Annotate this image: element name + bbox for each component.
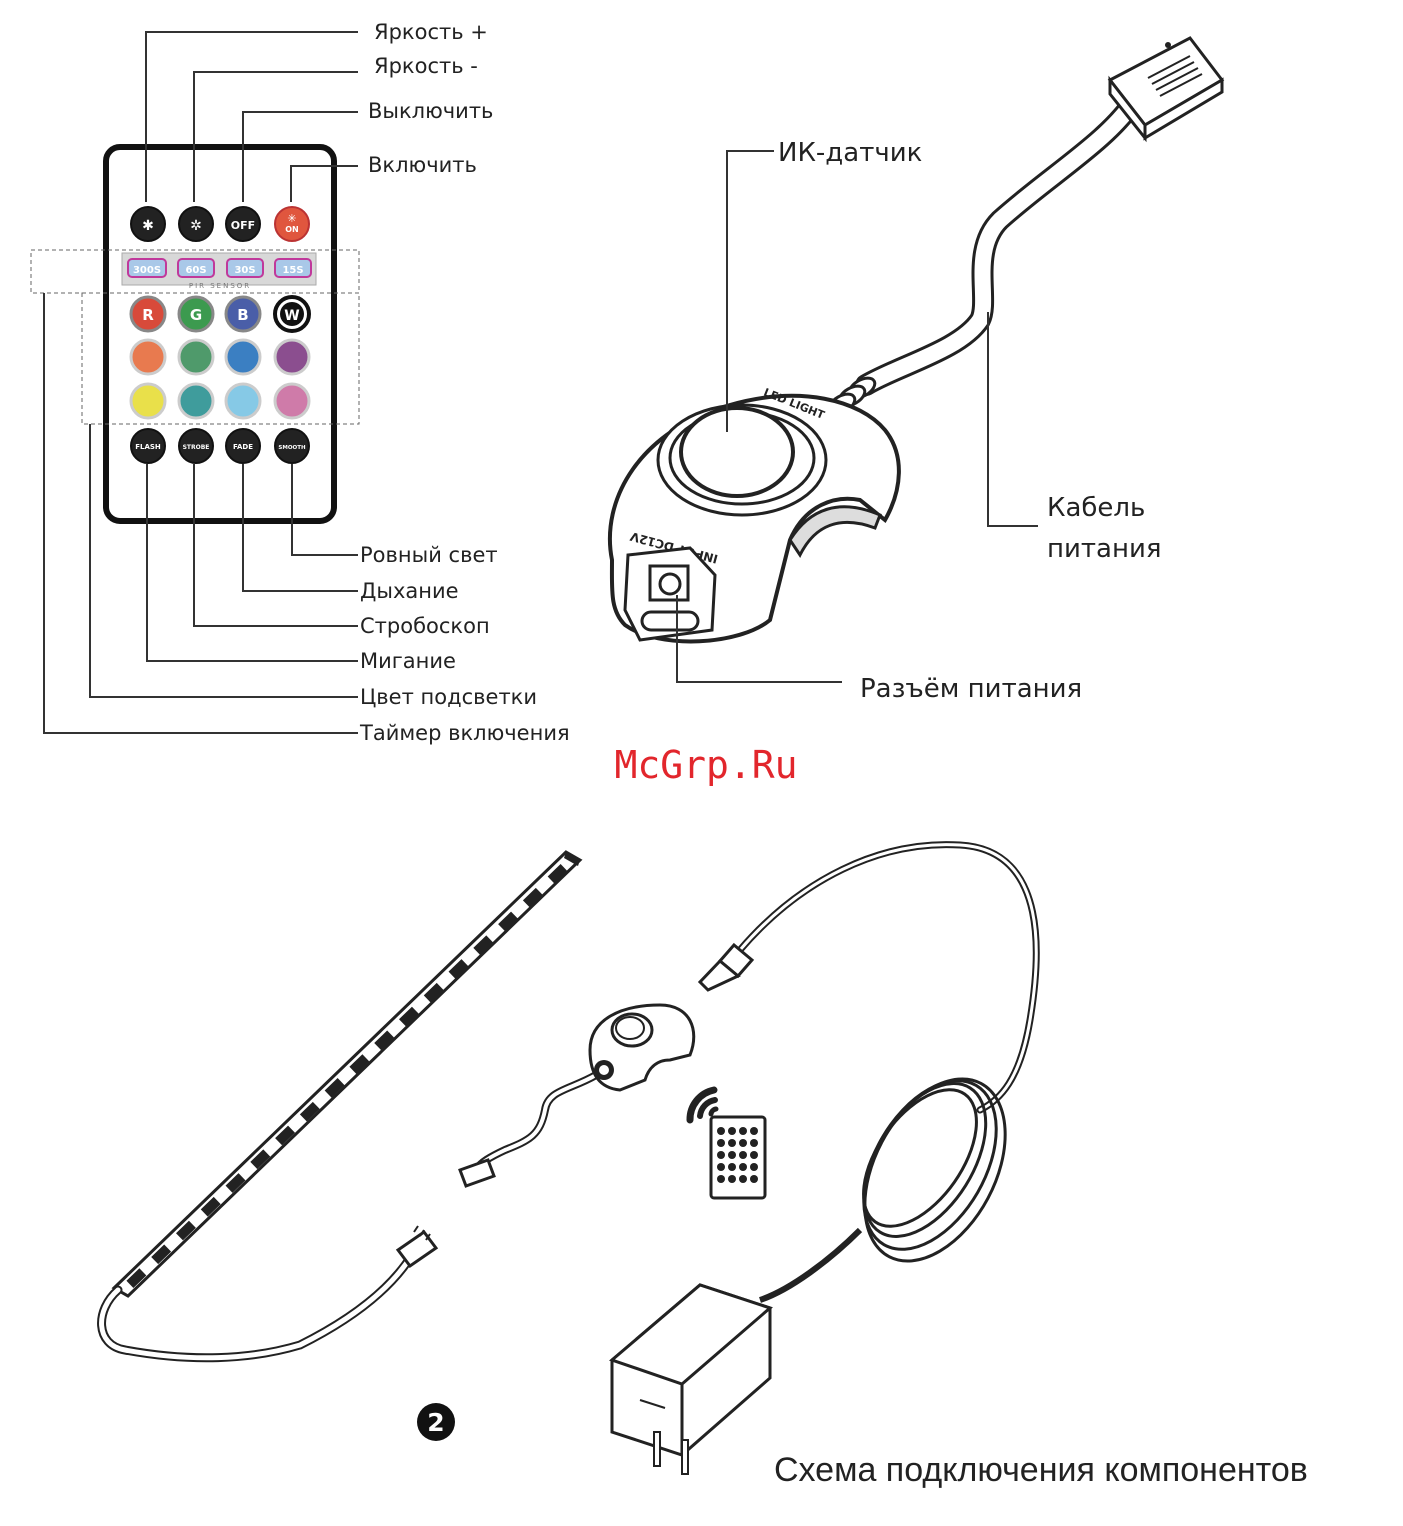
on-button-label: ON [285, 225, 299, 234]
remote-key-dot [750, 1139, 758, 1147]
remote-key-dot [728, 1127, 736, 1135]
timer-15s-label: 15S [282, 265, 303, 276]
step-badge: 2 [417, 1403, 455, 1441]
remote-key-dot [750, 1163, 758, 1171]
led-strip [102, 852, 580, 1358]
blue-button-label: B [237, 306, 248, 324]
remote-key-dot [717, 1151, 725, 1159]
label-on: Включить [368, 153, 477, 177]
color-button[interactable] [179, 340, 213, 374]
label-timer: Таймер включения [359, 721, 570, 745]
step-number: 2 [427, 1408, 444, 1437]
green-button-label: G [190, 306, 202, 324]
strobe-button-label: STROBE [183, 444, 210, 451]
color-button[interactable] [275, 384, 309, 418]
flash-button-label: FLASH [135, 443, 161, 451]
remote-key-dot [728, 1175, 736, 1183]
label-ir-sensor: ИК-датчик [778, 138, 922, 168]
label-color: Цвет подсветки [360, 685, 537, 709]
color-button[interactable] [275, 340, 309, 374]
remote-key-dot [739, 1127, 747, 1135]
remote-key-dot [739, 1139, 747, 1147]
remote-key-dot [739, 1175, 747, 1183]
dc-plug [700, 945, 752, 990]
small-ir-sensor [460, 1005, 694, 1186]
remote-key-dot [728, 1163, 736, 1171]
remote-key-dot [717, 1127, 725, 1135]
remote-key-dot [728, 1151, 736, 1159]
remote-key-dot [750, 1175, 758, 1183]
label-smooth: Ровный свет [360, 543, 498, 567]
svg-text:✳: ✳ [287, 212, 296, 225]
power-socket [625, 548, 715, 640]
smooth-button-label: SMOOTH [278, 445, 306, 451]
remote-labels: Яркость + Яркость - Выключить Включить Р… [359, 20, 570, 745]
fade-button-label: FADE [233, 443, 253, 451]
strip-connector [398, 1226, 436, 1266]
white-button-label: W [284, 308, 299, 324]
timer-300s-label: 300S [133, 265, 161, 276]
label-strobe: Стробоскоп [360, 614, 490, 638]
label-fade: Дыхание [360, 579, 459, 603]
label-power-cable-1: Кабель [1047, 493, 1145, 523]
remote-key-dot [739, 1163, 747, 1171]
color-button[interactable] [131, 340, 165, 374]
timer-60s-label: 60S [185, 265, 206, 276]
caption: Схема подключения компонентов [774, 1451, 1308, 1489]
remote-key-dot [717, 1163, 725, 1171]
remote-key-dot [750, 1127, 758, 1135]
small-remote [690, 1090, 765, 1198]
label-flash: Мигание [360, 649, 456, 673]
power-adapter [612, 845, 1036, 1474]
remote-key-dot [717, 1139, 725, 1147]
off-button-label: OFF [231, 219, 255, 232]
label-brightness-down: Яркость - [374, 54, 478, 78]
label-brightness-up: Яркость + [374, 20, 488, 44]
remote-key-dot [728, 1139, 736, 1147]
svg-text:✱: ✱ [142, 218, 154, 234]
label-off: Выключить [368, 99, 493, 123]
color-button[interactable] [226, 340, 260, 374]
remote-body [106, 147, 334, 521]
label-power-cable-2: питания [1047, 534, 1162, 564]
color-button[interactable] [179, 384, 213, 418]
pir-sensor-label: PIR SENSOR [189, 282, 251, 290]
color-button[interactable] [226, 384, 260, 418]
svg-text:✲: ✲ [190, 218, 202, 234]
watermark: McGrp.Ru [614, 743, 797, 787]
timer-30s-label: 30S [234, 265, 255, 276]
ir-sensor-dome [681, 408, 793, 496]
red-button-label: R [142, 306, 154, 324]
color-button[interactable] [131, 384, 165, 418]
remote-key-dot [739, 1151, 747, 1159]
label-power-socket: Разъём питания [860, 674, 1082, 704]
remote-key-dot [717, 1175, 725, 1183]
remote-key-dot [750, 1151, 758, 1159]
